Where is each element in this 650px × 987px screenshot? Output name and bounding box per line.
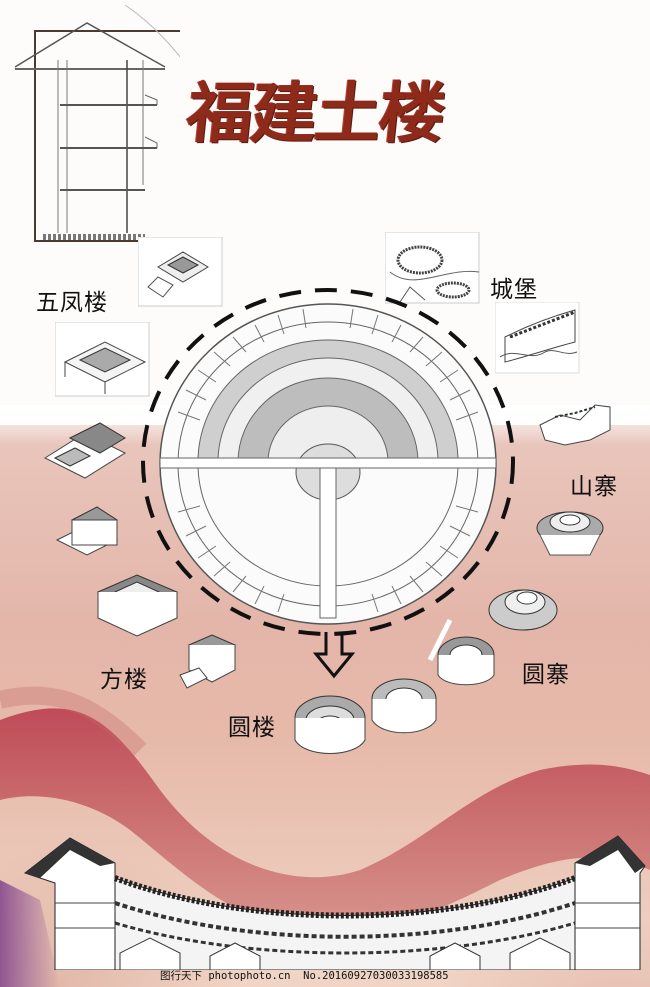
fanglou-sketch-1 [55,506,119,556]
chengbao-map-sketch [385,232,480,304]
poster-title: 福建土楼 [176,50,456,165]
label-cheng-bao: 城堡 [490,277,538,303]
chengbao-wall-sketch [495,302,580,374]
shanzhai-sketch [539,404,611,446]
round-tulou-elevation [23,835,646,970]
arrow-down-icon [312,632,356,679]
section-drawing-illustration [15,5,180,242]
wufeng-sketch-1 [138,237,223,307]
footer-source: 图行天下 photophoto.cn [160,970,291,982]
footer-watermark: 图行天下 photophoto.cn No.201609270300331985… [160,968,449,983]
label-wufeng-lou: 五凤楼 [36,290,108,316]
fanglou-sketch-3 [179,634,237,689]
yuanlou-sketch-2 [371,678,437,734]
yuanzhai-sketch-2 [488,589,558,631]
poster-title-text: 福建土楼 [183,73,448,152]
round-tulou-floor-plan [141,288,515,636]
label-fang-lou: 方楼 [100,667,148,693]
footer-number: No.20160927030033198585 [303,970,449,982]
arrow-up-icon [427,618,453,662]
wufeng-sketch-3 [43,422,127,479]
wufeng-sketch-2 [55,322,150,397]
fanglou-sketch-2 [96,574,179,637]
label-yuan-lou: 圆楼 [228,715,276,741]
yuanzhai-sketch-3 [437,636,495,686]
yuanzhai-sketch-1 [536,511,604,556]
label-yuan-zhai: 圆寨 [522,662,570,688]
label-shan-zhai: 山寨 [570,474,618,500]
yuanlou-sketch-1 [294,695,366,754]
watercolor-band [0,686,650,987]
